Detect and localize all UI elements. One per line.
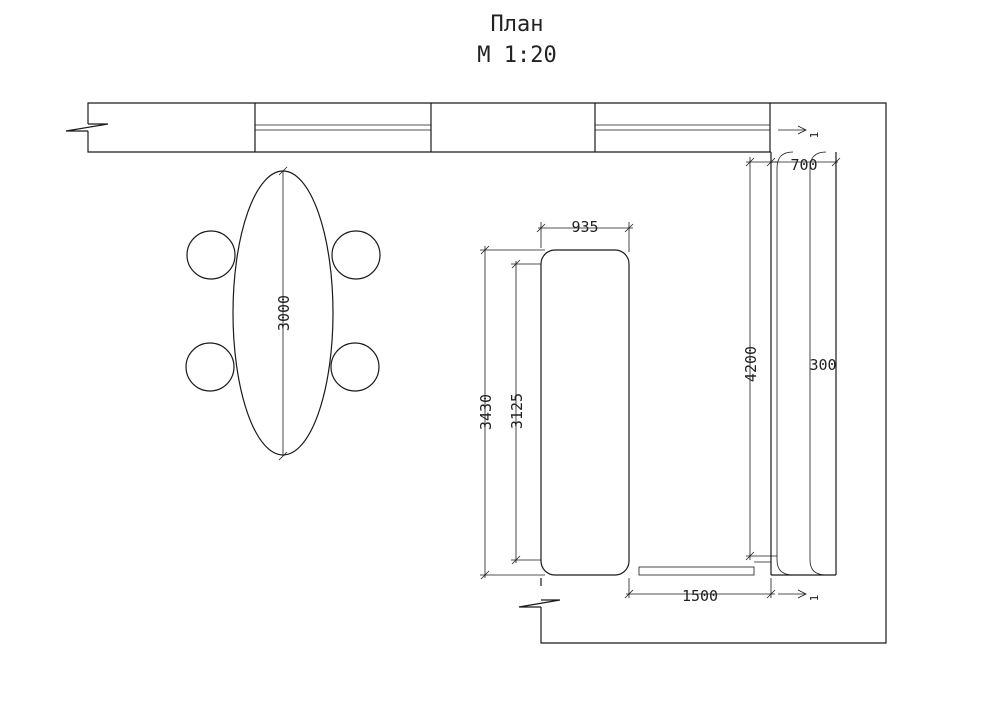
chair [185, 342, 235, 392]
plan-title: План [491, 12, 544, 37]
plan-scale: М 1:20 [477, 43, 556, 68]
dim-offset-top: 1 [808, 132, 821, 139]
chair [186, 230, 236, 280]
sofa-dimension-lines [480, 222, 634, 580]
wall-cabinets [638, 151, 837, 576]
dim-sofa-inner-length: 3125 [508, 393, 526, 429]
dim-cabinet-depth: 700 [790, 156, 817, 174]
top-wall-windows [254, 103, 771, 152]
dining-table [185, 166, 381, 461]
dim-offset-bottom: 1 [808, 595, 821, 602]
dim-shelf-length: 300 [809, 356, 836, 374]
cabinet-dimension-lines [624, 125, 841, 599]
dim-sofa-width: 935 [571, 218, 598, 236]
chair [331, 230, 381, 280]
sofa [540, 249, 630, 576]
chair [330, 342, 380, 392]
dim-table-length: 3000 [275, 295, 293, 331]
dim-cabinet-length: 4200 [742, 346, 760, 382]
wall-outline [65, 102, 887, 644]
dim-sofa-outer-length: 3430 [477, 394, 495, 430]
dim-gap-width: 1500 [682, 587, 718, 605]
